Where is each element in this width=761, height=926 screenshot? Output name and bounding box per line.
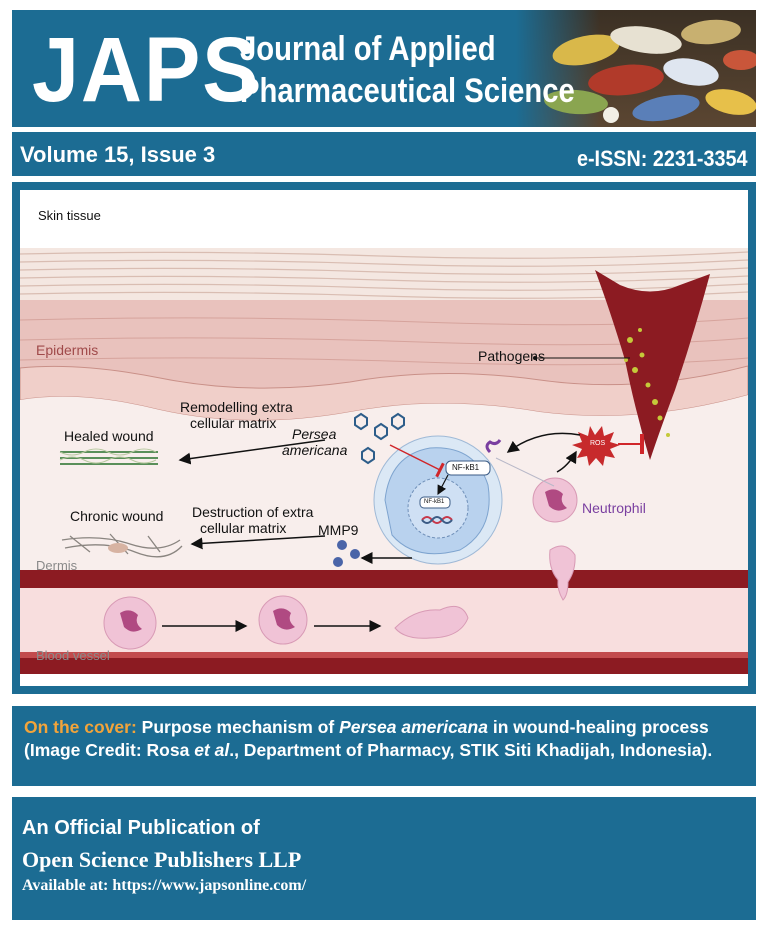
label-pathogens: Pathogens xyxy=(478,348,545,364)
label-ros: ROS xyxy=(590,440,606,447)
caption-line-2: (Image Credit: Rosa et al., Department o… xyxy=(24,740,713,760)
eissn: e-ISSN: 2231-3354 xyxy=(577,146,748,171)
label-nfkb1-inner: NF-kB1 xyxy=(424,499,445,505)
label-neutrophil: Neutrophil xyxy=(582,500,646,516)
caption-line-1: On the cover: Purpose mechanism of Perse… xyxy=(24,717,709,737)
cover-figure-frame: Skin tissue Epidermis Pathogens Remodell… xyxy=(12,182,756,694)
publisher-footer: An Official Publication of Open Science … xyxy=(12,797,756,920)
label-remodelling-2: cellular matrix xyxy=(190,415,277,431)
journal-banner: JAPS Journal of Applied Pharmaceutical S… xyxy=(12,10,756,127)
label-dermis: Dermis xyxy=(36,558,78,573)
label-epidermis: Epidermis xyxy=(36,342,99,358)
label-healed-wound: Healed wound xyxy=(64,428,154,444)
cover-caption: On the cover: Purpose mechanism of Perse… xyxy=(12,706,756,786)
medicine-pills-image xyxy=(516,10,756,127)
label-destruction-2: cellular matrix xyxy=(200,520,287,536)
label-mmp9: MMP9 xyxy=(318,522,359,538)
official-publication: An Official Publication of xyxy=(22,817,260,839)
wound-healing-illustration: Skin tissue Epidermis Pathogens Remodell… xyxy=(20,190,748,686)
caption-prefix: On the cover: xyxy=(24,717,137,737)
volume-issue: Volume 15, Issue 3 xyxy=(20,142,216,167)
label-destruction-1: Destruction of extra xyxy=(192,504,314,520)
issue-bar: Volume 15, Issue 3 e-ISSN: 2231-3354 xyxy=(12,132,756,176)
publisher-name: Open Science Publishers LLP xyxy=(22,847,302,872)
journal-title-line2: Pharmaceutical Science xyxy=(240,72,575,110)
label-blood-vessel: Blood vessel xyxy=(36,648,110,663)
label-chronic-wound: Chronic wound xyxy=(70,508,164,524)
label-skin-tissue: Skin tissue xyxy=(38,208,101,223)
label-nfkb1-outer: NF-kB1 xyxy=(452,463,480,472)
label-remodelling-1: Remodelling extra xyxy=(180,399,293,415)
japs-logo: JAPS xyxy=(32,19,261,121)
journal-title-line1: Journal of Applied xyxy=(240,30,496,68)
skin-diagram xyxy=(20,190,748,686)
label-persea-2: americana xyxy=(282,442,348,458)
label-persea-1: Persea xyxy=(292,426,337,442)
website-link[interactable]: Available at: https://www.japsonline.com… xyxy=(22,877,307,894)
